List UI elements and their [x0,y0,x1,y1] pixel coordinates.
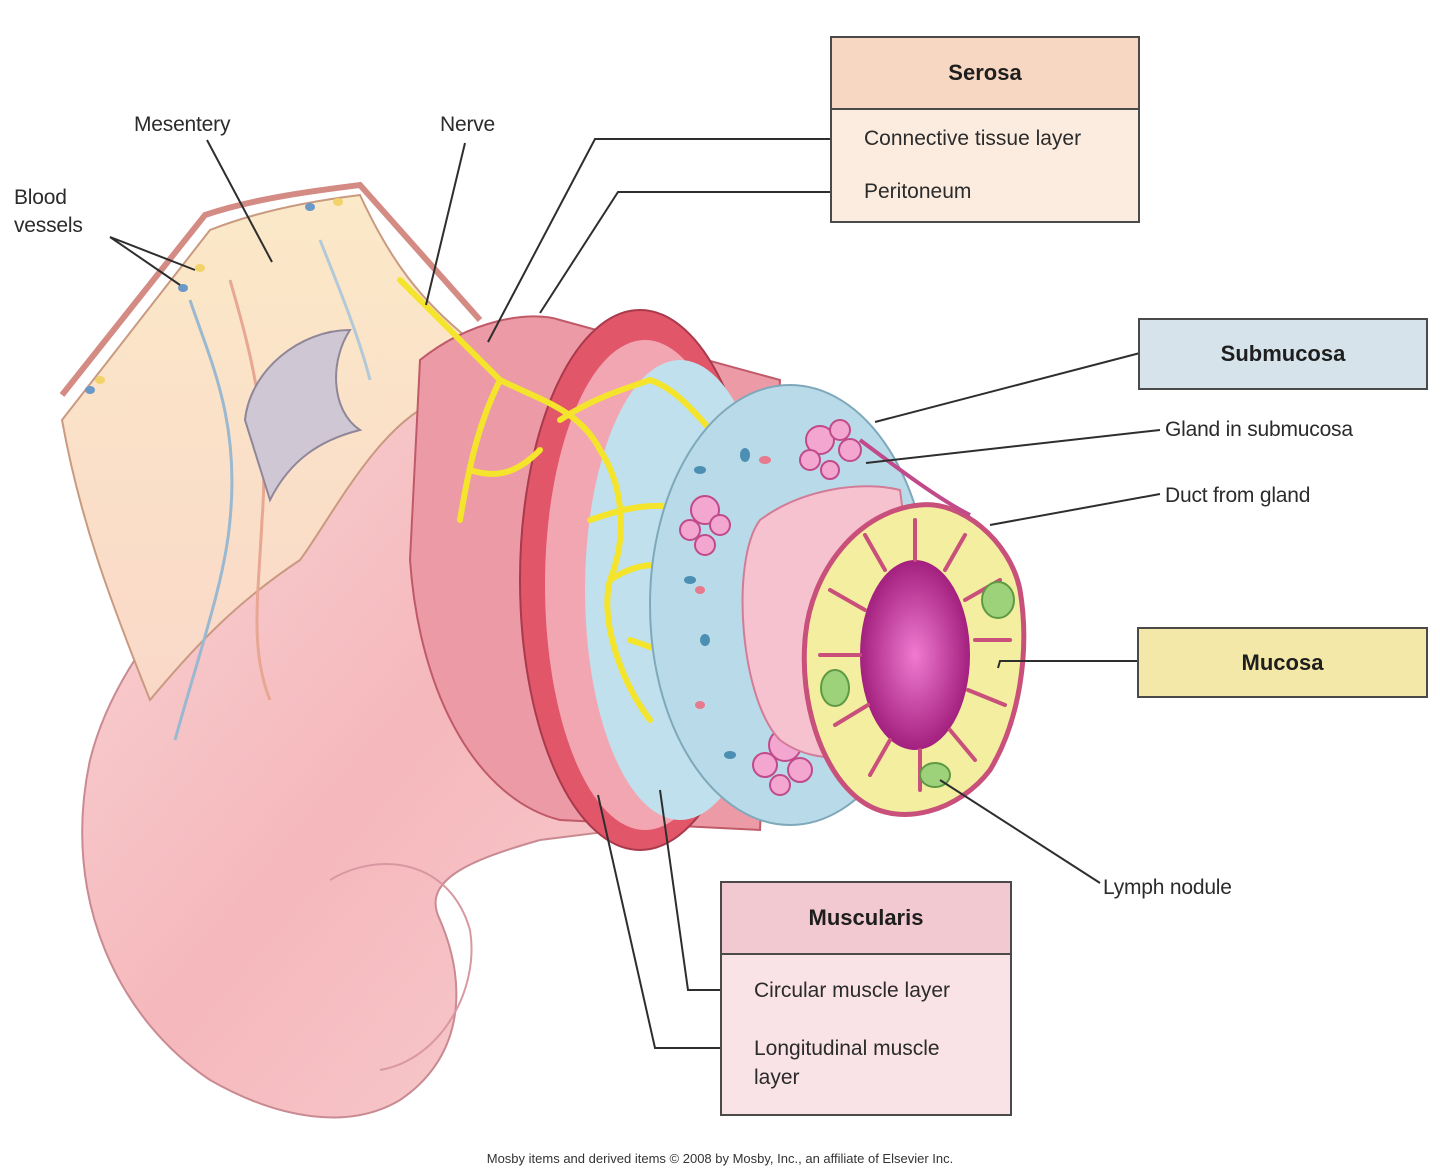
muscularis-item-circular: Circular muscle layer [754,979,951,1002]
label-gland-in-submucosa: Gland in submucosa [1165,418,1353,441]
muscularis-item-longitudinal: Longitudinal muscle [754,1037,940,1060]
submucosa-gland-left [679,495,731,556]
serosa-title: Serosa [832,38,1138,110]
villi [818,518,1012,792]
mucosa-title: Mucosa [1241,649,1324,675]
serosa-item-connective: Connective tissue layer [864,127,1082,150]
label-lymph-nodule: Lymph nodule [1103,876,1232,899]
vessel-red-1 [228,279,272,701]
gland-duct [858,438,971,517]
lumen [860,560,970,750]
label-blood-vessels-2: vessels [14,214,83,237]
copyright-credit: Mosby items and derived items © 2008 by … [486,1151,954,1166]
label-blood-vessels-1: Blood [14,186,67,209]
serosa-box: Serosa Connective tissue layer Peritoneu… [830,36,1140,223]
submucosa-gland-top [799,419,862,480]
submucosa-cells [684,448,750,759]
submucosa-box: Submucosa [1138,318,1428,390]
serosa-item-peritoneum: Peritoneum [864,180,972,203]
muscularis-title: Muscularis [722,883,1010,955]
submucosa-title: Submucosa [1220,341,1346,366]
vessel-blue-1 [173,299,234,741]
muscularis-item-layer: layer [754,1066,800,1089]
submucosa-red-cells [695,456,771,709]
mucosa-box: Mucosa [1137,627,1428,698]
mesentery-edge [59,181,483,397]
muscularis-box: Muscularis Circular muscle layer Longitu… [720,881,1012,1116]
label-nerve: Nerve [440,113,496,136]
tube-fold [329,863,473,1071]
vessel-blue-2 [318,239,372,381]
vessel-dots [85,198,343,394]
label-duct-from-gland: Duct from gland [1165,484,1311,507]
mesentery-flap [243,328,363,503]
label-mesentery: Mesentery [134,113,231,136]
